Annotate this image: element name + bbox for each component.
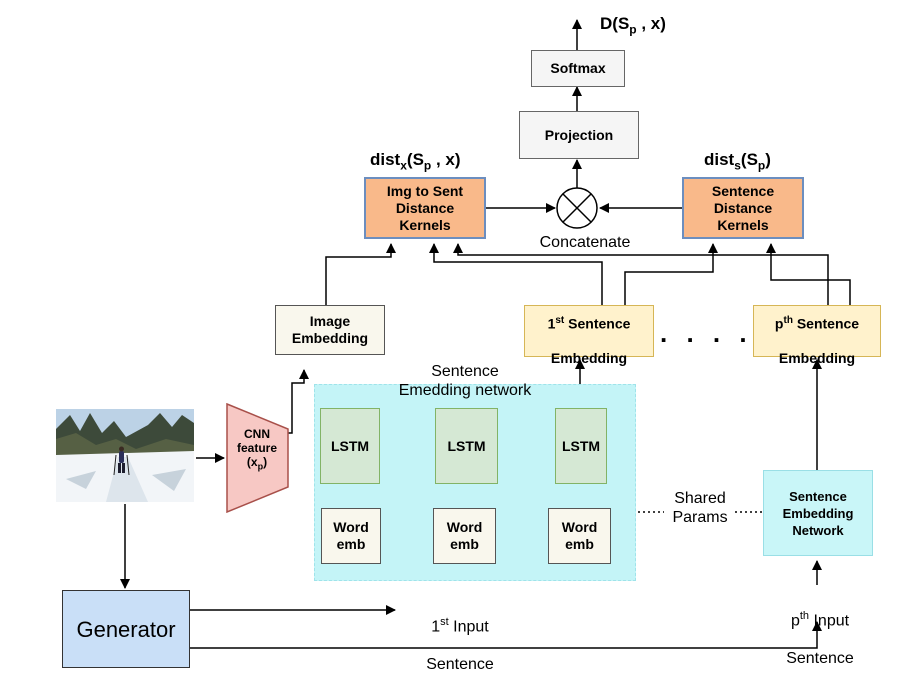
dist-s-pre: dist: [704, 150, 735, 169]
concatenate-label: Concatenate: [539, 234, 631, 251]
first-input-tail: Input: [448, 618, 489, 636]
dist-x-mid: (S: [406, 150, 424, 169]
pth-sentence-embedding-text: pth Sentence Embedding: [775, 295, 859, 367]
pth-input-sentence-label: pth Input Sentence: [765, 588, 875, 668]
generator-box: Generator: [62, 590, 190, 668]
dist-x-tail: , x): [431, 150, 461, 169]
dist-s-mid: (S: [740, 150, 758, 169]
cnn-line2: feature: [236, 441, 277, 455]
first-input-sentence-label: 1st Input Sentence: [405, 594, 515, 674]
dist-x-pre: dist: [370, 150, 401, 169]
first-sentence-embedding-box: 1st Sentence Embedding: [524, 305, 654, 366]
dist-s-sub2: p: [757, 158, 766, 173]
dist-s-sub1: s: [734, 158, 741, 173]
softmax-box: Softmax: [531, 50, 625, 87]
word-emb-3: Word emb: [548, 508, 611, 564]
dist-x-sub2: p: [423, 158, 432, 173]
img-to-sent-kernels-box: Img to Sent Distance Kernels: [364, 177, 486, 239]
pth-sentence-embedding-box: pth Sentence Embedding: [753, 305, 881, 366]
cnn-feature-block: [226, 403, 289, 513]
dist-x-sub1: x: [400, 158, 407, 173]
output-label: D(Sp , x): [600, 14, 666, 36]
word-emb-2: Word emb: [433, 508, 496, 564]
first-input-sup: st: [440, 616, 449, 628]
cnn-close: ): [263, 455, 268, 469]
pth-line2: Embedding: [778, 349, 856, 366]
pth-input-num: p: [790, 612, 800, 630]
sentence-network-label: Sentence Emedding network: [398, 363, 532, 399]
cnn-line1: CNN: [244, 427, 270, 441]
cnn-sub: p: [257, 461, 264, 472]
cnn-open: (x: [246, 455, 258, 469]
output-label-tail: , x): [636, 14, 666, 33]
first-tail: Sentence: [564, 315, 631, 332]
pth-input-tail: Input: [809, 612, 850, 630]
dist-x-label: distx(Sp , x): [370, 150, 461, 172]
output-label-main: D(S: [600, 14, 630, 33]
dist-s-tail: ): [765, 150, 771, 169]
concatenate-node: [556, 187, 598, 229]
first-num: 1: [547, 315, 556, 332]
pth-input-sup: th: [799, 610, 810, 622]
pth-tail: Sentence: [792, 315, 860, 332]
first-input-line2: Sentence: [426, 656, 494, 674]
input-photo: [56, 409, 194, 502]
first-sentence-embedding-text: 1st Sentence Embedding: [548, 295, 631, 367]
sentence-distance-kernels-box: Sentence Distance Kernels: [682, 177, 804, 239]
shared-params-label: Shared Params: [672, 490, 728, 526]
first-sup: st: [555, 315, 565, 327]
image-embedding-box: Image Embedding: [275, 305, 385, 355]
lstm-cell-3: LSTM: [555, 408, 607, 484]
first-input-num: 1: [431, 618, 441, 636]
pth-input-line2: Sentence: [786, 650, 854, 668]
first-line2: Embedding: [550, 349, 628, 366]
lstm-cell-1: LSTM: [320, 408, 380, 484]
dist-s-label: dists(Sp): [704, 150, 771, 172]
sentence-embedding-network-box: Sentence Embedding Network: [763, 470, 873, 556]
word-emb-1: Word emb: [321, 508, 381, 564]
output-label-sub: p: [629, 22, 637, 37]
lstm-cell-2: LSTM: [435, 408, 498, 484]
pth-sup: th: [783, 315, 793, 327]
cnn-feature-label: CNN feature (xp): [226, 427, 288, 473]
projection-box: Projection: [519, 111, 639, 159]
pth-num: p: [774, 315, 784, 332]
